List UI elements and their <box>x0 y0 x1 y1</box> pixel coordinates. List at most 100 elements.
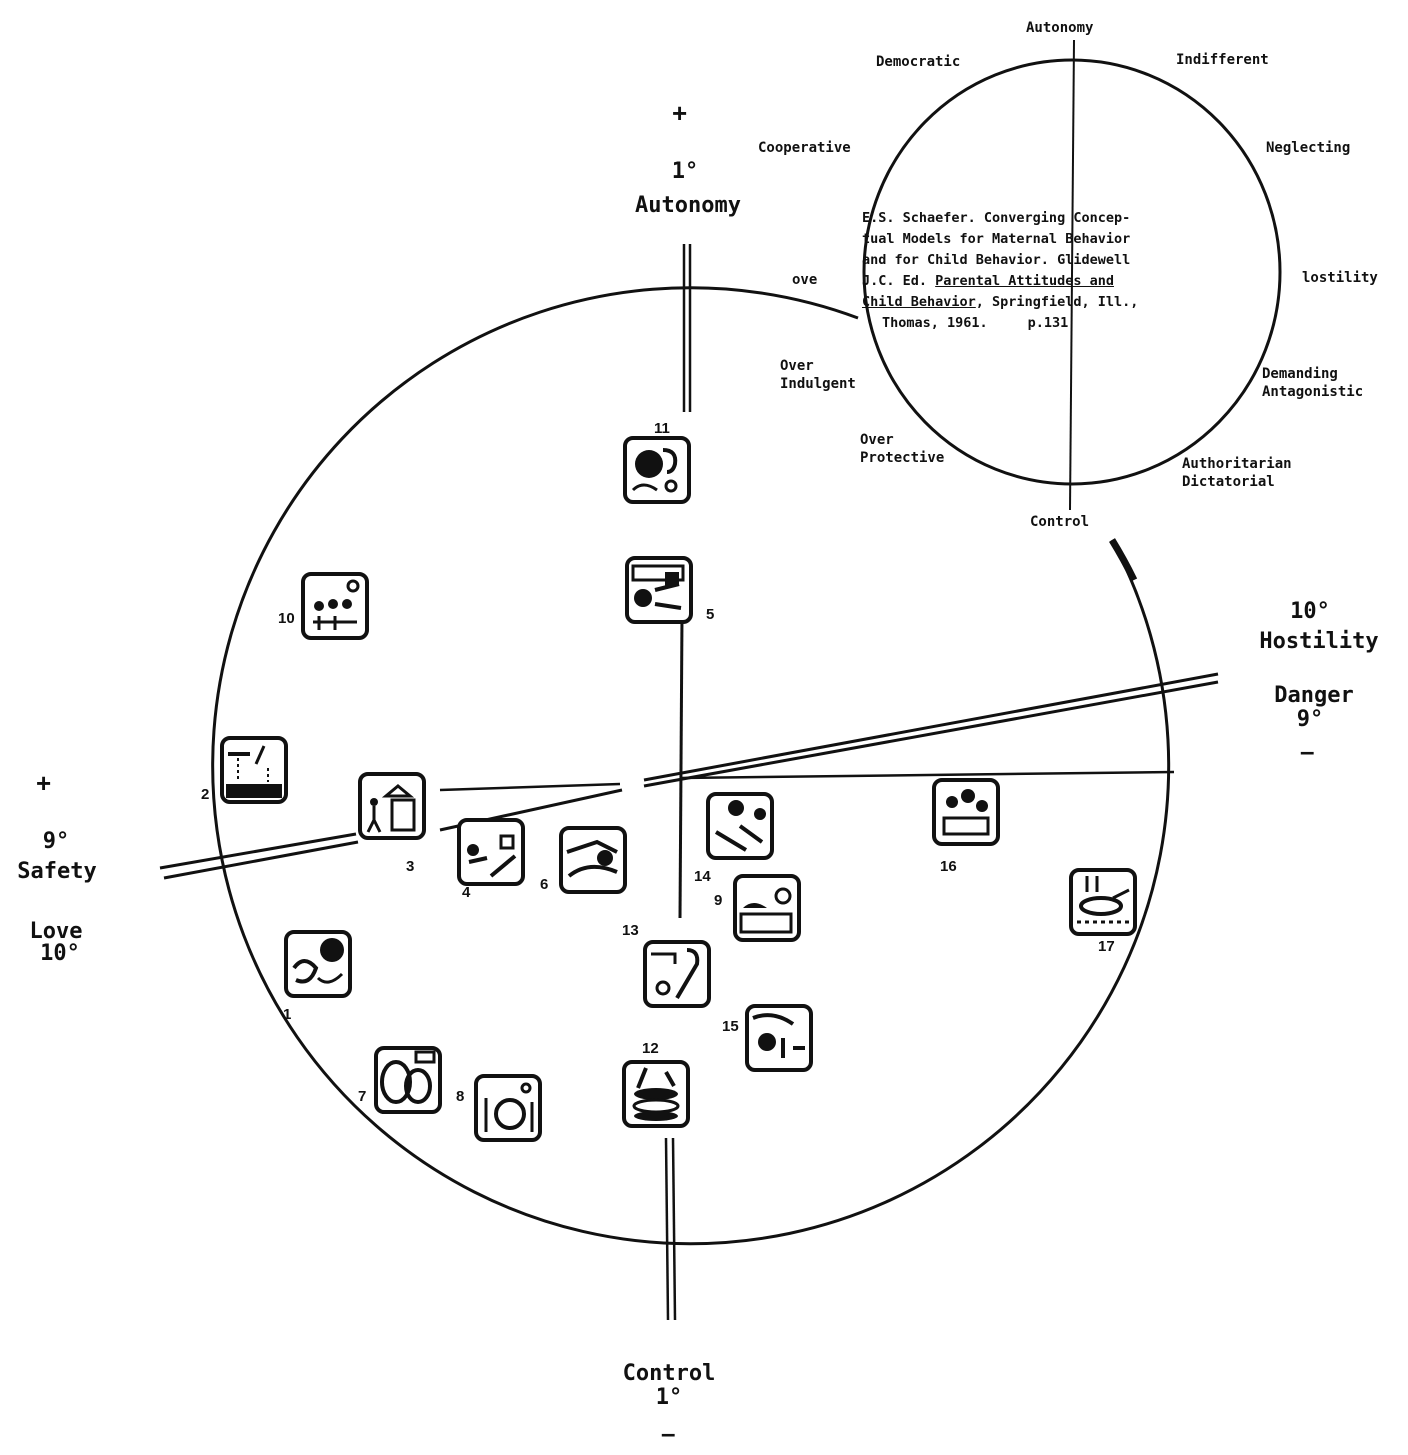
picture-11 <box>623 436 691 504</box>
picture-4-number: 4 <box>462 884 470 901</box>
picture-14-art <box>710 796 770 856</box>
schaefer-demanding-label-2: Antagonistic <box>1262 384 1363 400</box>
citation-page: p.131 <box>988 315 1069 331</box>
schaefer-over-indulgent-label-1: Over <box>780 358 814 374</box>
picture-1-number: 1 <box>283 1006 291 1023</box>
picture-13 <box>643 940 711 1008</box>
picture-9-art <box>737 878 797 938</box>
schaefer-authoritarian-label-1: Authoritarian <box>1182 456 1292 472</box>
right-degree-label: 10° <box>1270 600 1350 624</box>
picture-11-art <box>627 440 687 500</box>
picture-16-art <box>936 782 996 842</box>
schaefer-over-indulgent-label-2: Indulgent <box>780 376 856 392</box>
picture-10-number: 10 <box>278 610 295 627</box>
picture-1-art <box>288 934 348 994</box>
schaefer-citation: E.S. Schaefer. Converging Concep- tual M… <box>862 208 1282 334</box>
schaefer-over-protective-label-1: Over <box>860 432 894 448</box>
left-degree-label-2: 10° <box>18 942 102 966</box>
picture-15-number: 15 <box>722 1018 739 1035</box>
safety-axis-b <box>164 842 358 878</box>
schaefer-neglecting-label: Neglecting <box>1266 140 1350 156</box>
right-degree-label-2: 9° <box>1270 708 1350 732</box>
picture-2-number: 2 <box>201 786 209 803</box>
schaefer-autonomy-label: Autonomy <box>1026 20 1093 36</box>
safety-axis-a <box>160 834 356 868</box>
picture-15-art <box>749 1008 809 1068</box>
right-minus-sign: – <box>1300 736 1314 767</box>
picture-7-number: 7 <box>358 1088 366 1105</box>
picture-8 <box>474 1074 542 1142</box>
bottom-degree-label: 1° <box>644 1386 694 1410</box>
picture-8-art <box>478 1078 538 1138</box>
citation-editor: J.C. Ed. <box>862 273 935 289</box>
vertical-axis-lower-b <box>673 1138 675 1320</box>
top-degree-label: 1° <box>660 160 710 184</box>
picture-14-number: 14 <box>694 868 711 885</box>
picture-4-art <box>461 822 521 882</box>
main-circle-thick-arc <box>1112 540 1134 580</box>
hostility-axis-a <box>644 674 1218 780</box>
picture-10-art <box>305 576 365 636</box>
schaefer-demanding-label-1: Demanding <box>1262 366 1338 382</box>
schaefer-control-label: Control <box>1030 514 1089 530</box>
picture-12 <box>622 1060 690 1128</box>
citation-year: Thomas, 1961. <box>862 315 988 331</box>
schaefer-love-fragment-label: ove <box>792 272 817 288</box>
picture-6-number: 6 <box>540 876 548 893</box>
hostility-axis-b <box>644 682 1218 786</box>
hostility-label: Hostility <box>1244 630 1394 654</box>
picture-12-number: 12 <box>642 1040 659 1057</box>
schaefer-over-protective-label-2: Protective <box>860 450 944 466</box>
citation-line-1: E.S. Schaefer. Converging Concep- <box>862 208 1282 229</box>
bottom-minus-sign: – <box>661 1418 675 1449</box>
picture-9-number: 9 <box>714 892 722 909</box>
danger-label: Danger <box>1254 684 1374 708</box>
citation-book-title-2: Child Behavior <box>862 294 976 310</box>
picture-11-number: 11 <box>654 420 670 437</box>
schaefer-democratic-label: Democratic <box>876 54 960 70</box>
picture-5 <box>625 556 693 624</box>
picture-7 <box>374 1046 442 1114</box>
citation-line-2: tual Models for Maternal Behavior <box>862 229 1282 250</box>
schaefer-cooperative-label: Cooperative <box>758 140 851 156</box>
picture-12-art <box>626 1064 686 1124</box>
picture-5-art <box>629 560 689 620</box>
picture-15 <box>745 1004 813 1072</box>
picture-7-art <box>378 1050 438 1110</box>
picture-9 <box>733 874 801 942</box>
safety-label: Safety <box>2 860 112 884</box>
picture-5-number: 5 <box>706 606 714 623</box>
schaefer-hostility-fragment-label: lostility <box>1302 270 1378 286</box>
picture-2 <box>220 736 288 804</box>
vertical-axis-lower-a <box>666 1138 668 1320</box>
picture-17-number: 17 <box>1098 938 1115 955</box>
left-plus-sign: + <box>36 768 51 799</box>
picture-3 <box>358 772 426 840</box>
vertical-axis-middle <box>680 616 682 918</box>
picture-3-number: 3 <box>406 858 414 875</box>
picture-10 <box>301 572 369 640</box>
picture-1 <box>284 930 352 998</box>
citation-line-3: and for Child Behavior. Glidewell <box>862 250 1282 271</box>
autonomy-label: Autonomy <box>618 194 758 218</box>
picture-3-art <box>362 776 422 836</box>
citation-line-5: Child Behavior, Springfield, Ill., <box>862 292 1282 313</box>
citation-book-title-1: Parental Attitudes and <box>935 273 1114 289</box>
top-plus-sign: + <box>672 98 687 129</box>
picture-13-art <box>647 944 707 1004</box>
picture-8-number: 8 <box>456 1088 464 1105</box>
picture-16 <box>932 778 1000 846</box>
picture-16-number: 16 <box>940 858 957 875</box>
picture-17-art <box>1073 872 1133 932</box>
citation-line-6: Thomas, 1961.p.131 <box>862 313 1282 334</box>
picture-14 <box>706 792 774 860</box>
picture-13-number: 13 <box>622 922 639 939</box>
main-circle <box>213 288 1169 1244</box>
schaefer-indifferent-label: Indifferent <box>1176 52 1269 68</box>
horizontal-axis-left <box>440 784 620 790</box>
citation-line-4: J.C. Ed. Parental Attitudes and <box>862 271 1282 292</box>
picture-4 <box>457 818 525 886</box>
picture-17 <box>1069 868 1137 936</box>
schaefer-authoritarian-label-2: Dictatorial <box>1182 474 1275 490</box>
picture-2-art <box>224 740 284 800</box>
